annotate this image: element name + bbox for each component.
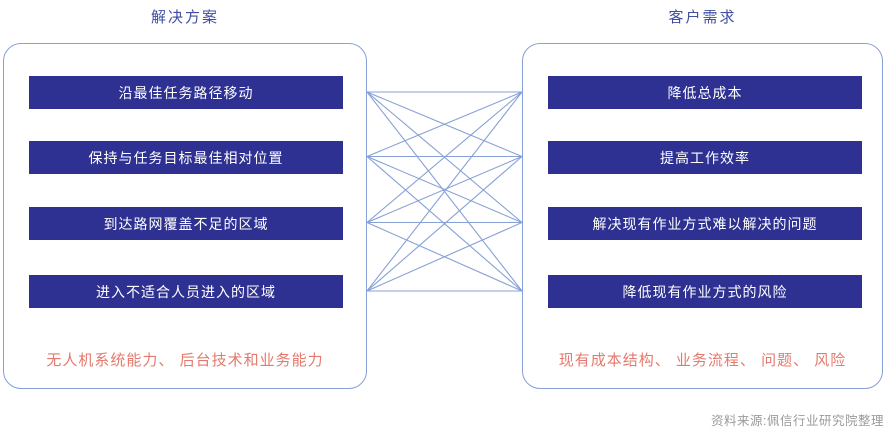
- customer-needs-panel: 降低总成本 提高工作效率 解决现有作业方式难以解决的问题 降低现有作业方式的风险…: [522, 43, 883, 389]
- solution-box: 保持与任务目标最佳相对位置: [29, 141, 343, 174]
- solution-box: 沿最佳任务路径移动: [29, 76, 343, 109]
- need-box: 降低总成本: [548, 76, 862, 109]
- solution-box: 进入不适合人员进入的区域: [29, 275, 343, 308]
- left-panel-title: 解决方案: [150, 9, 219, 26]
- need-box: 解决现有作业方式难以解决的问题: [548, 207, 862, 240]
- source-note: 资料来源:佩信行业研究院整理: [711, 414, 884, 428]
- right-panel-title: 客户需求: [668, 9, 737, 26]
- solutions-panel: 沿最佳任务路径移动 保持与任务目标最佳相对位置 到达路网覆盖不足的区域 进入不适…: [3, 43, 367, 389]
- solutions-footnote: 无人机系统能力、 后台技术和业务能力: [46, 352, 324, 369]
- need-box: 提高工作效率: [548, 141, 862, 174]
- needs-footnote: 现有成本结构、 业务流程、 问题、 风险: [558, 352, 847, 369]
- need-box: 降低现有作业方式的风险: [548, 275, 862, 308]
- solution-box: 到达路网覆盖不足的区域: [29, 207, 343, 240]
